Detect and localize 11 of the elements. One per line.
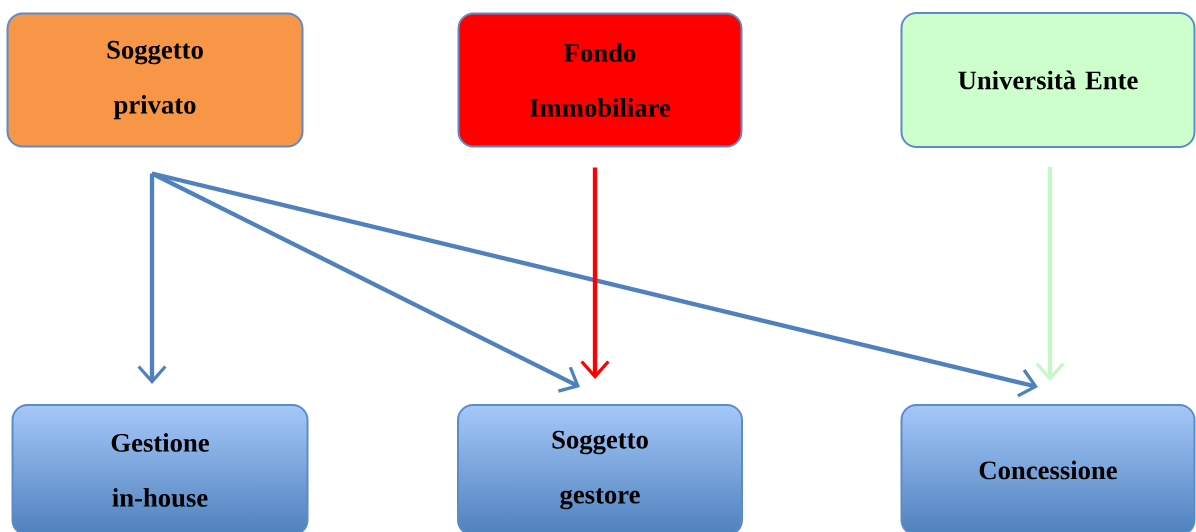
process-box: Concessione (900, 404, 1196, 532)
arrow (580, 167, 610, 379)
arrow (151, 171, 580, 393)
arrow (137, 173, 167, 384)
arrow (1035, 167, 1065, 381)
process-box: Fondo Immobiliare (457, 12, 743, 148)
process-box: Soggetto privato (6, 12, 304, 148)
process-box: Università Ente (900, 12, 1196, 148)
process-box: Gestione in-house (11, 404, 309, 532)
arrow (151, 171, 1038, 398)
process-box: Soggetto gestore (457, 404, 743, 532)
